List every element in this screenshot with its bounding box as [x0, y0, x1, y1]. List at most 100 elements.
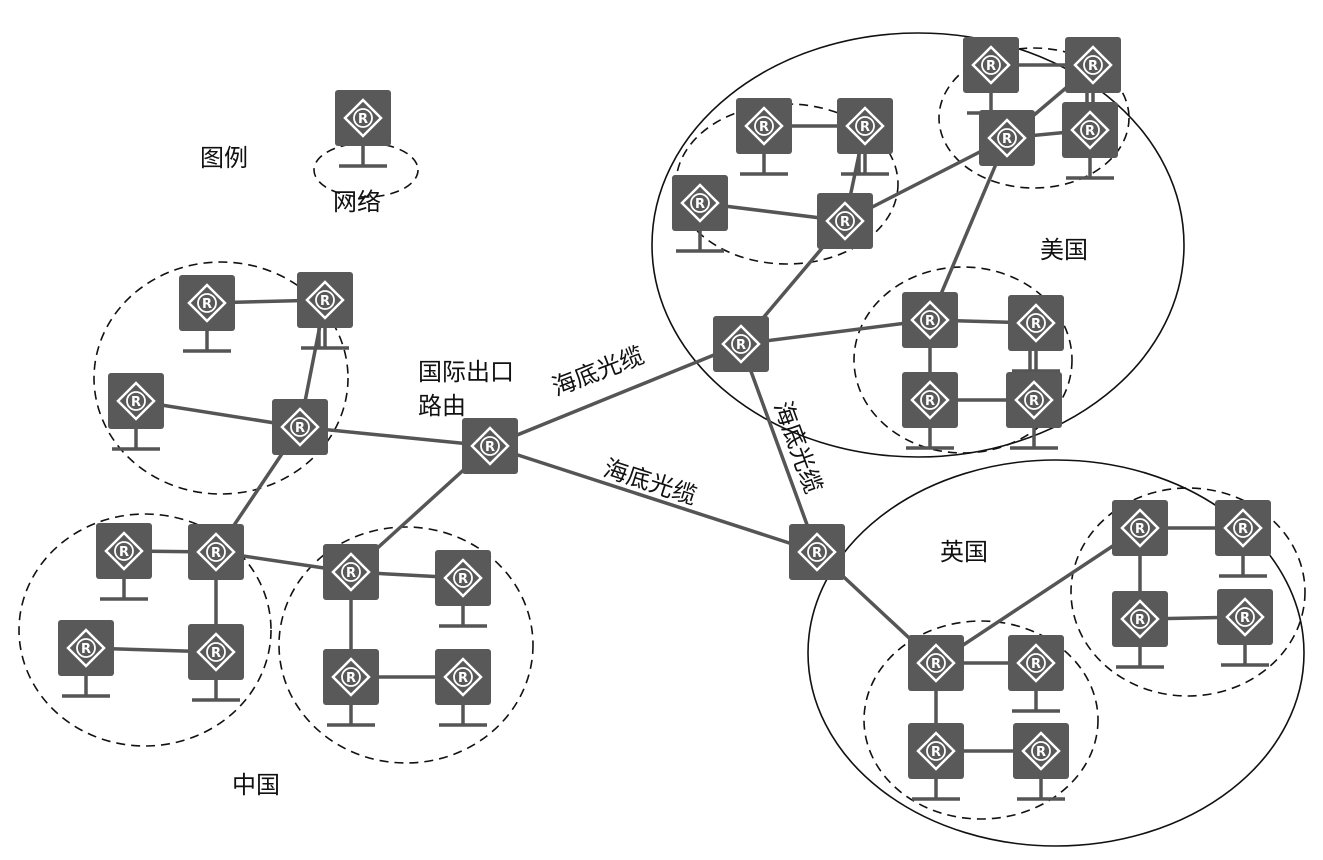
- router-icon: R: [1112, 500, 1168, 556]
- router-icon: R: [1215, 500, 1271, 578]
- router-letter: R: [860, 120, 870, 135]
- router-icon: R: [736, 98, 792, 176]
- router-icon: R: [1013, 723, 1069, 801]
- uk-network-2: [863, 620, 1099, 820]
- router-icon: R: [1112, 591, 1168, 669]
- router-letter: R: [1029, 394, 1039, 409]
- router-icon: R: [1065, 37, 1121, 115]
- router-letter: R: [695, 197, 705, 212]
- router-icon: R: [179, 275, 235, 353]
- country-label-uk: 英国: [940, 538, 988, 566]
- router-icon: R: [435, 649, 491, 727]
- router-icon: R: [1217, 589, 1273, 667]
- router-icon: R: [908, 635, 964, 691]
- routers: R R R R R R R R R R R R R R R R R R R R R R R R R R R R R R R R R R R R: [58, 37, 1273, 801]
- usa-network-2: [938, 47, 1130, 189]
- router-letter: R: [202, 297, 212, 312]
- router-letter: R: [931, 657, 941, 672]
- router-letter: R: [1088, 59, 1098, 74]
- router-icon: R: [789, 524, 845, 580]
- router-letter: R: [1031, 317, 1041, 332]
- router-icon: R: [297, 272, 353, 350]
- router-letter: R: [812, 546, 822, 561]
- router-letter: R: [211, 646, 221, 661]
- router-icon: R: [837, 98, 893, 176]
- router-letter: R: [81, 642, 91, 657]
- link-undersea-cable: [489, 444, 818, 554]
- undersea-cable-label-1: 海底光缆: [548, 341, 648, 402]
- router-letter: R: [458, 572, 468, 587]
- china-network-1: [93, 261, 349, 495]
- router-letter: R: [1085, 124, 1095, 139]
- router-icon: R: [713, 316, 769, 372]
- router-icon: R: [96, 523, 152, 601]
- router-icon: R: [335, 90, 391, 168]
- router-letter: R: [295, 421, 305, 436]
- country-regions: [651, 32, 1305, 847]
- router-icon: R: [323, 649, 379, 727]
- china-network-2: [18, 513, 272, 747]
- router-letter: R: [925, 314, 935, 329]
- router-letter: R: [131, 395, 141, 410]
- router-icon: R: [817, 193, 873, 249]
- router-letter: R: [320, 294, 330, 309]
- router-icon: R: [435, 550, 491, 628]
- router-letter: R: [1238, 522, 1248, 537]
- router-icon: R: [963, 37, 1019, 115]
- link: [935, 526, 1141, 665]
- link: [299, 425, 491, 448]
- usa-region: [651, 32, 1185, 458]
- router-letter: R: [1240, 611, 1250, 626]
- exit-router-label-line1: 国际出口: [418, 358, 514, 386]
- link: [740, 318, 931, 346]
- router-icon: R: [979, 110, 1035, 166]
- router-icon: R: [1008, 635, 1064, 713]
- router-icon: R: [108, 373, 164, 451]
- router-letter: R: [211, 546, 221, 561]
- router-letter: R: [1135, 613, 1145, 628]
- router-icon: R: [58, 620, 114, 698]
- router-icon: R: [1006, 372, 1062, 450]
- router-icon: R: [902, 372, 958, 450]
- router-letter: R: [458, 671, 468, 686]
- router-icon: R: [908, 723, 964, 801]
- router-letter: R: [931, 745, 941, 760]
- usa-network-3: [853, 266, 1073, 454]
- links: [85, 63, 1246, 753]
- legend-title: 图例: [200, 144, 248, 172]
- router-letter: R: [119, 545, 129, 560]
- router-letter: R: [358, 112, 368, 127]
- undersea-cable-label-2: 海底光缆: [600, 454, 700, 510]
- router-letter: R: [925, 394, 935, 409]
- router-letter: R: [346, 671, 356, 686]
- router-icon: R: [672, 175, 728, 253]
- link: [928, 137, 1009, 321]
- link-undersea-cable: [739, 343, 819, 553]
- router-letter: R: [840, 215, 850, 230]
- legend-network-label: 网络: [333, 188, 381, 216]
- router-icon: R: [323, 544, 379, 600]
- uk-region: [807, 459, 1305, 847]
- router-letter: R: [1031, 657, 1041, 672]
- router-letter: R: [1036, 745, 1046, 760]
- router-icon: R: [188, 524, 244, 580]
- router-icon: R: [1008, 295, 1064, 373]
- router-icon: R: [272, 399, 328, 455]
- legend-network-ellipse: [313, 142, 419, 198]
- router-letter: R: [759, 120, 769, 135]
- router-icon: R: [1062, 102, 1118, 180]
- network-regions: [18, 47, 1306, 820]
- router-letter: R: [736, 338, 746, 353]
- router-letter: R: [346, 566, 356, 581]
- router-icon: R: [902, 292, 958, 348]
- country-label-china: 中国: [232, 771, 280, 799]
- router-letter: R: [986, 59, 996, 74]
- exit-router-label-line2: 路由: [418, 392, 466, 420]
- router-letter: R: [485, 440, 495, 455]
- country-label-usa: 美国: [1040, 236, 1088, 264]
- router-icon: R: [462, 418, 518, 474]
- router-letter: R: [1002, 132, 1012, 147]
- router-letter: R: [1135, 522, 1145, 537]
- router-icon: R: [188, 624, 244, 702]
